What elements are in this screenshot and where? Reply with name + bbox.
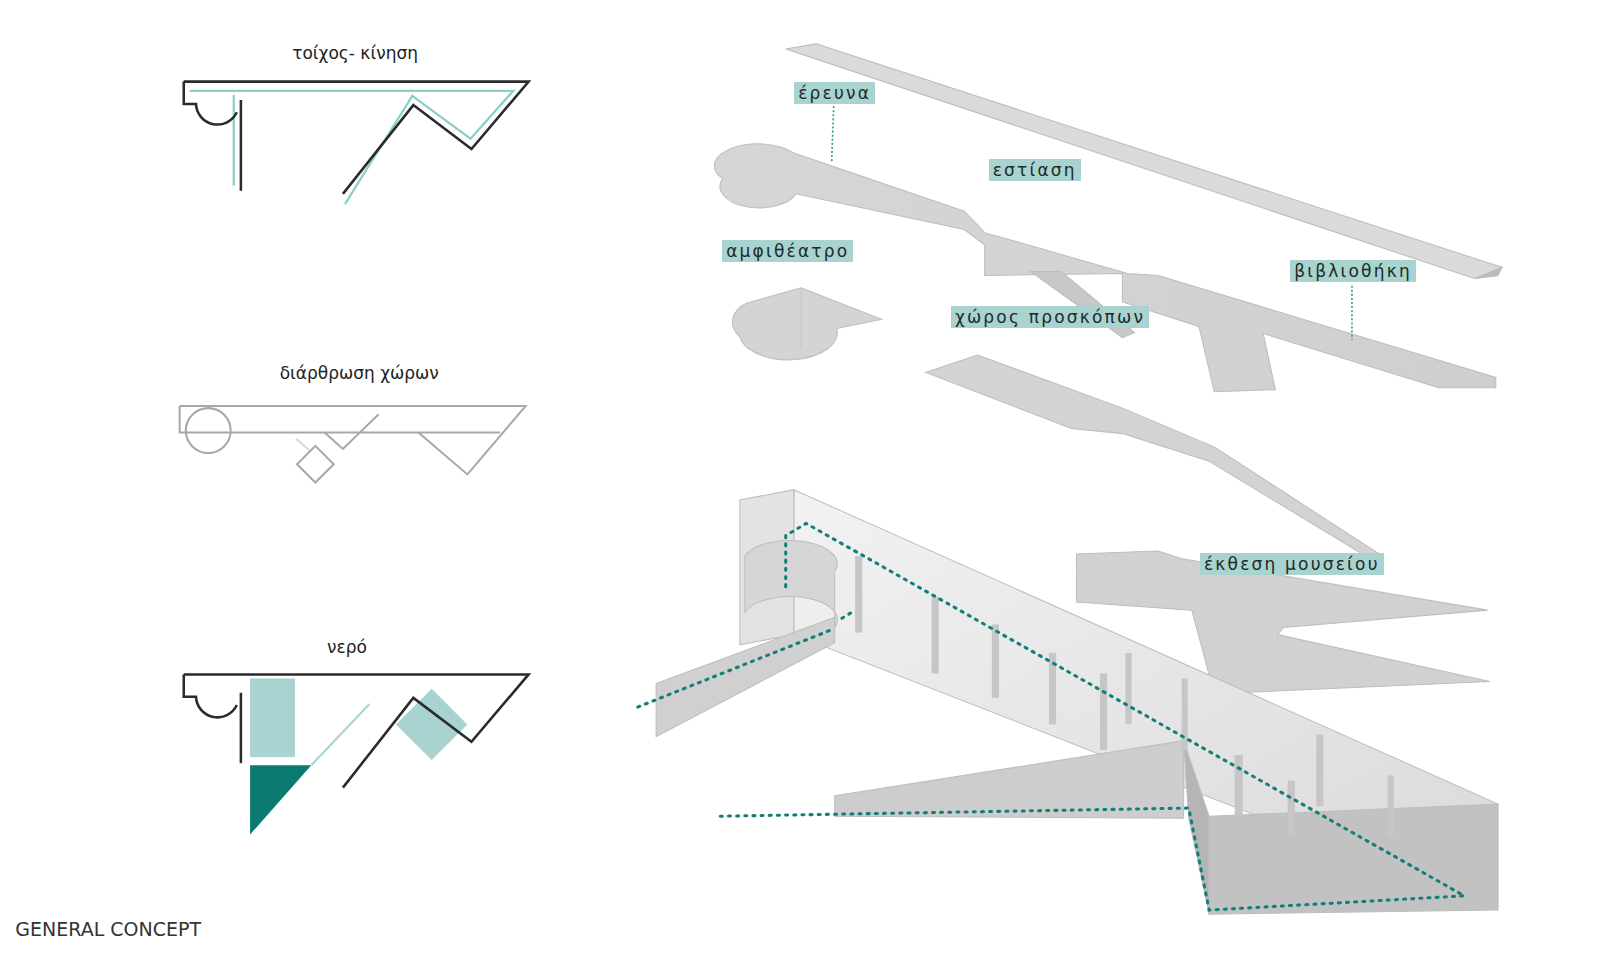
highlight-label: εστίαση [989, 159, 1081, 181]
space-articulation-sketch [180, 406, 526, 483]
highlight-label: έρευνα [794, 82, 875, 104]
water-sketch [184, 674, 529, 834]
space-name: χώρος προσκόπων [955, 307, 1145, 327]
space-name: βιβλιοθήκη [1294, 261, 1412, 281]
highlight-label: βιβλιοθήκη [1290, 260, 1416, 282]
highlight-label: αμφιθέατρο [722, 240, 853, 262]
space-name: αμφιθέατρο [726, 241, 849, 261]
leader-line [832, 106, 1352, 340]
highlight-label: έκθεση μουσείου [1200, 553, 1384, 575]
highlight-label: χώρος προσκόπων [951, 306, 1149, 328]
sketch-title: τοίχος- κίνηση [292, 43, 418, 63]
caption: GENERAL CONCEPT [15, 918, 201, 940]
exploded-axonometric [656, 44, 1502, 914]
space-name: έρευνα [798, 83, 871, 103]
space-name: εστίαση [993, 160, 1077, 180]
movement-route [638, 523, 1464, 910]
space-name: έκθεση μουσείου [1204, 554, 1380, 574]
sketch-title: διάρθρωση χώρων [280, 363, 439, 383]
wall-movement-sketch [184, 82, 529, 204]
sketch-title: νερό [327, 637, 367, 657]
